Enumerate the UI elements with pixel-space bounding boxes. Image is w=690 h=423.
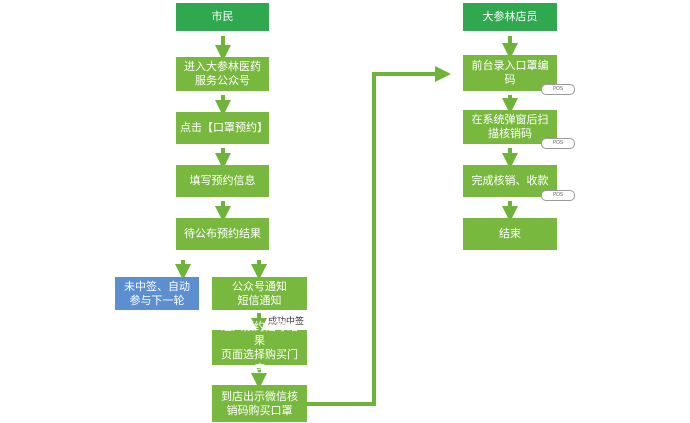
step-fill-booking-info: 填写预约信息 xyxy=(176,165,269,197)
step-scan-code: 在系统弹窗后扫 描核销码 xyxy=(463,110,557,144)
step-check-result: 进入预约摇号结果 页面选择购买门店 xyxy=(212,320,307,375)
step-click-mask-booking: 点击【口罩预约】 xyxy=(176,112,269,144)
step-notify: 公众号通知 短信通知 xyxy=(212,277,307,310)
step-enter-mask-code: 前台录入口罩编 码 xyxy=(463,55,557,91)
pos-tag: POS xyxy=(541,190,575,201)
arrow-connector xyxy=(307,66,451,406)
pos-tag: POS xyxy=(541,84,575,95)
staff-header: 大参林店员 xyxy=(463,3,557,31)
step-go-store: 到店出示微信核 销码购买口罩 xyxy=(212,385,307,422)
step-await-result: 待公布预约结果 xyxy=(176,218,269,250)
step-end: 结束 xyxy=(463,218,557,250)
pos-tag: POS xyxy=(541,138,575,149)
success-label: 成功中签 xyxy=(268,317,305,327)
step-enter-official-account: 进入大参林医药 服务公众号 xyxy=(176,57,269,91)
citizen-header: 市民 xyxy=(176,3,269,31)
step-not-selected: 未中签、自动 参与下一轮 xyxy=(115,277,199,310)
